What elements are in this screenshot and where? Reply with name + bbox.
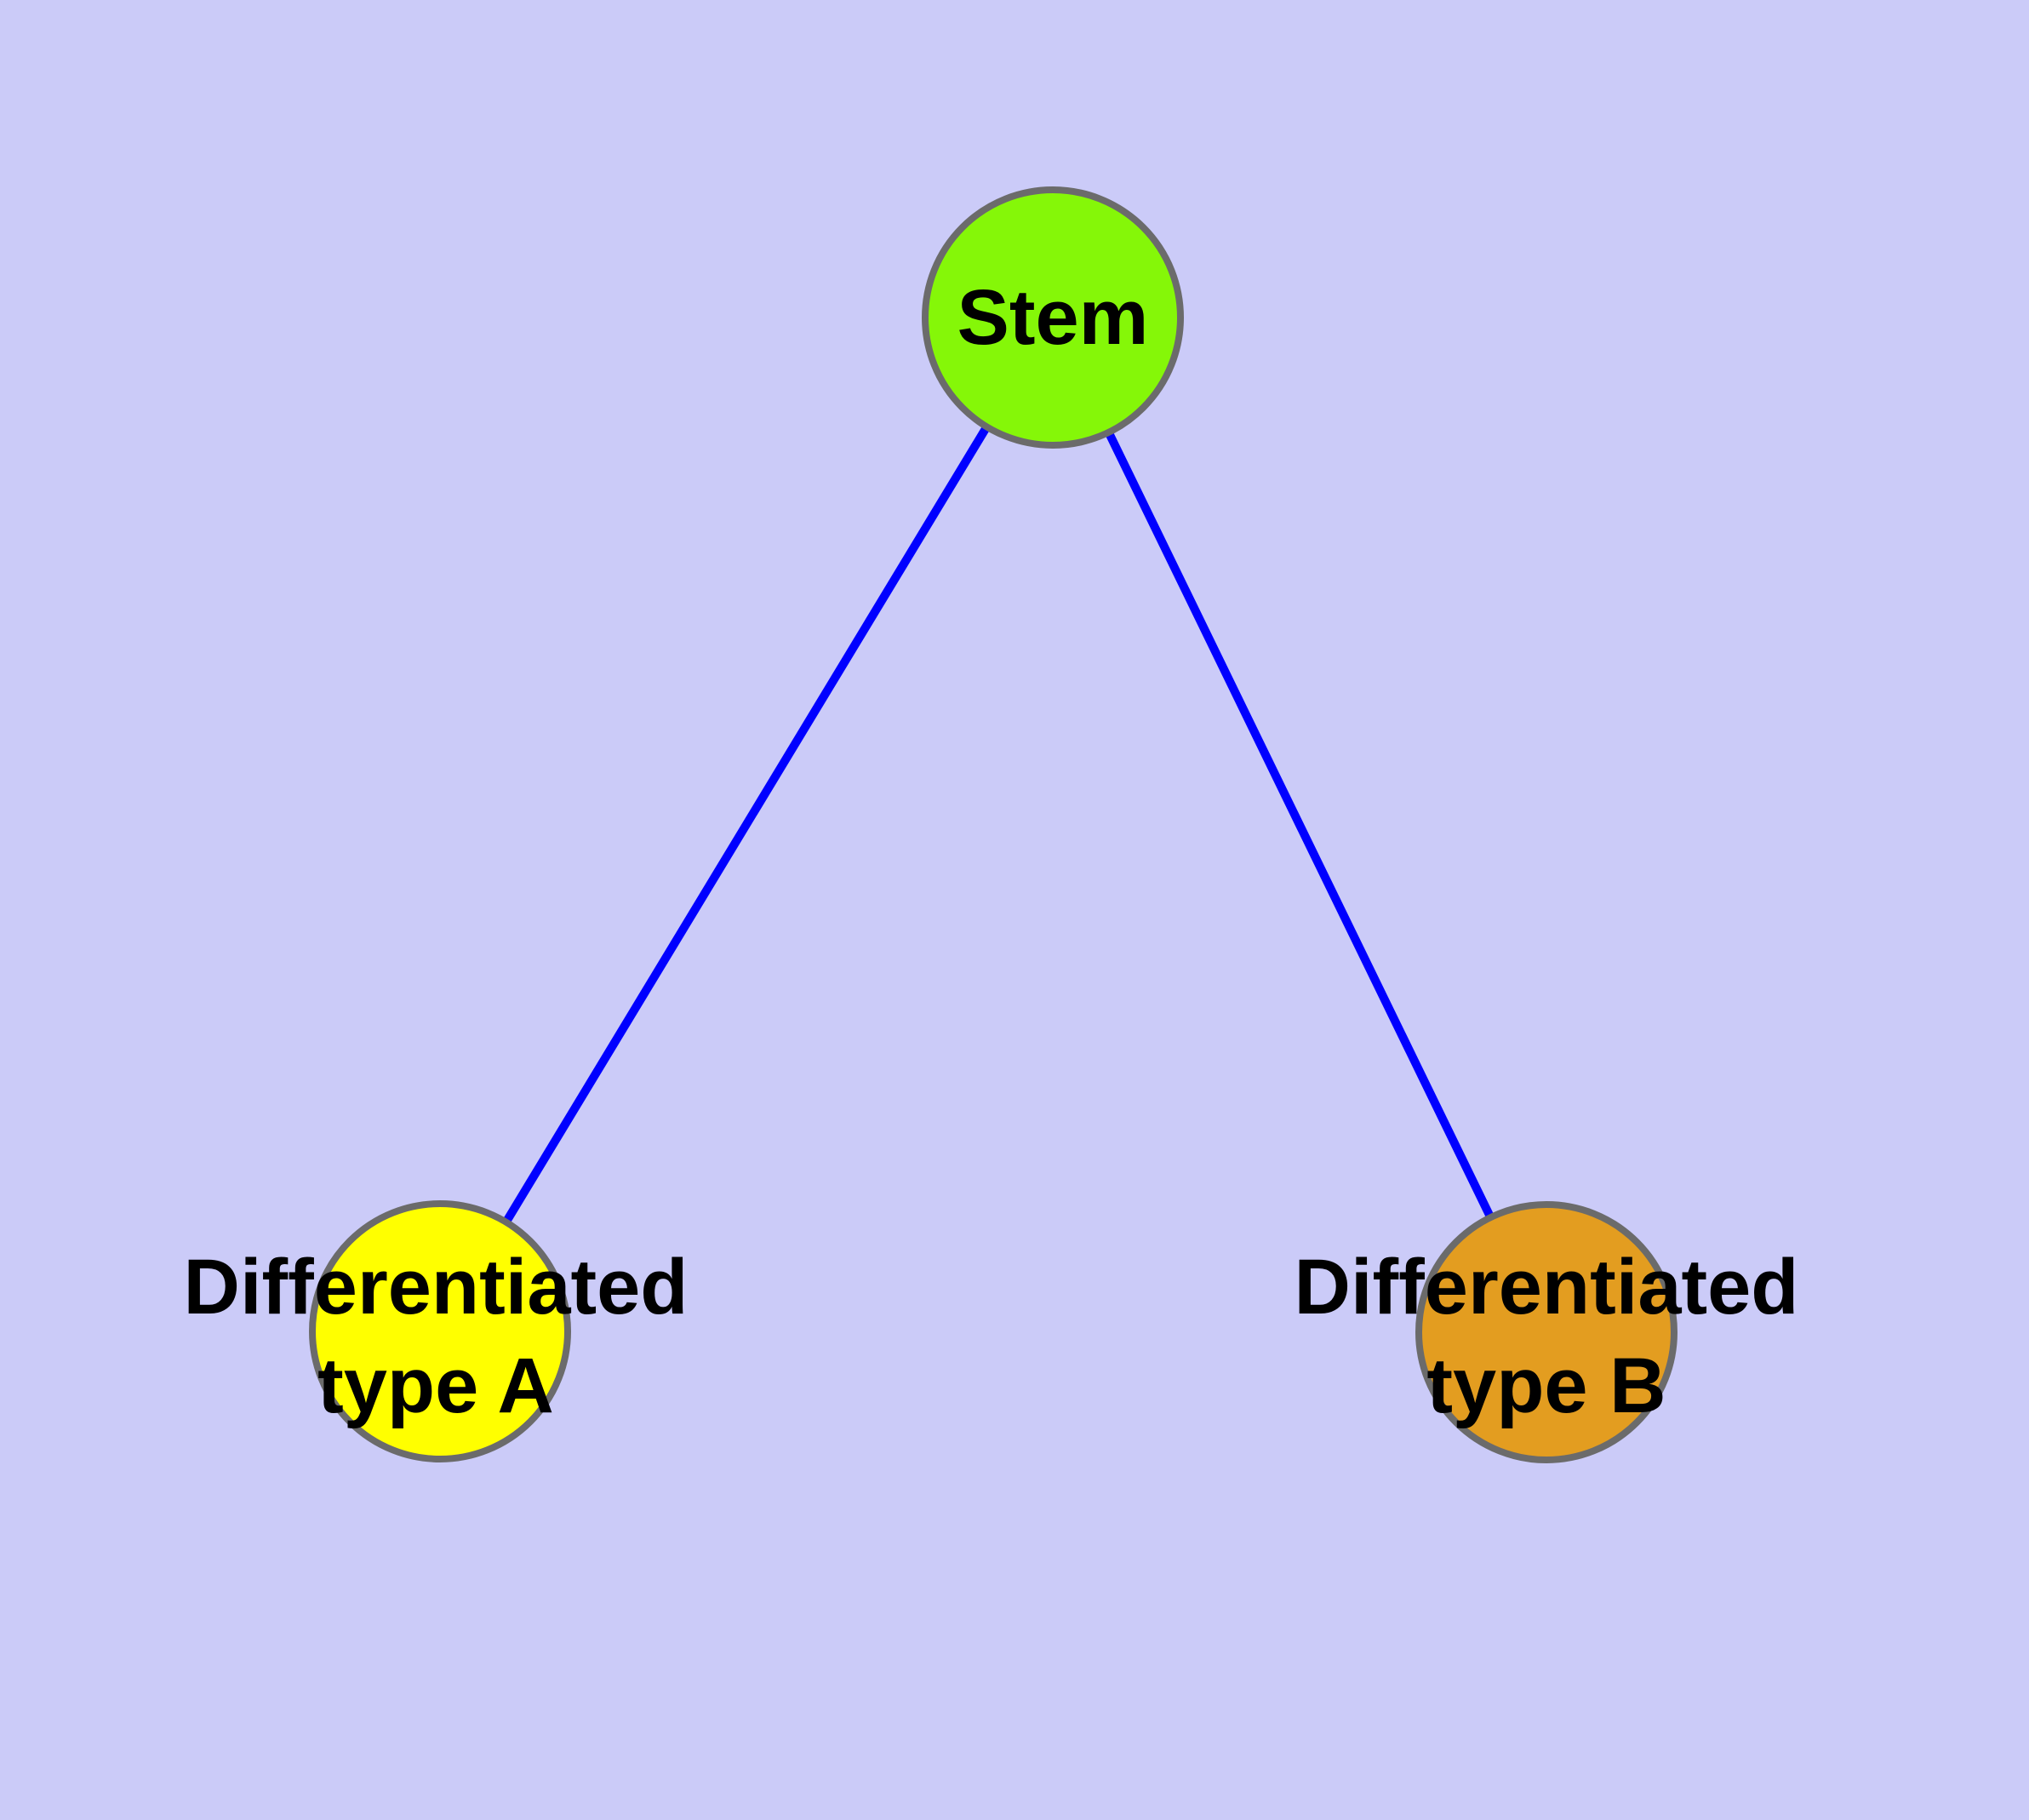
node-type-b-label: Differentiated type B bbox=[1294, 1244, 1799, 1429]
edge-stem-to-type-b bbox=[1049, 315, 1551, 1335]
node-stem-label: Stem bbox=[957, 274, 1149, 361]
node-differentiated-type-a bbox=[309, 1200, 571, 1462]
node-differentiated-type-b bbox=[1415, 1201, 1677, 1463]
node-stem-circle bbox=[922, 186, 1184, 449]
node-type-a-label: Differentiated type A bbox=[183, 1244, 689, 1429]
node-type-b-circle bbox=[1415, 1201, 1677, 1463]
node-type-a-circle bbox=[309, 1200, 571, 1462]
edge-stem-to-type-a bbox=[436, 315, 1057, 1334]
node-stem bbox=[922, 186, 1184, 449]
